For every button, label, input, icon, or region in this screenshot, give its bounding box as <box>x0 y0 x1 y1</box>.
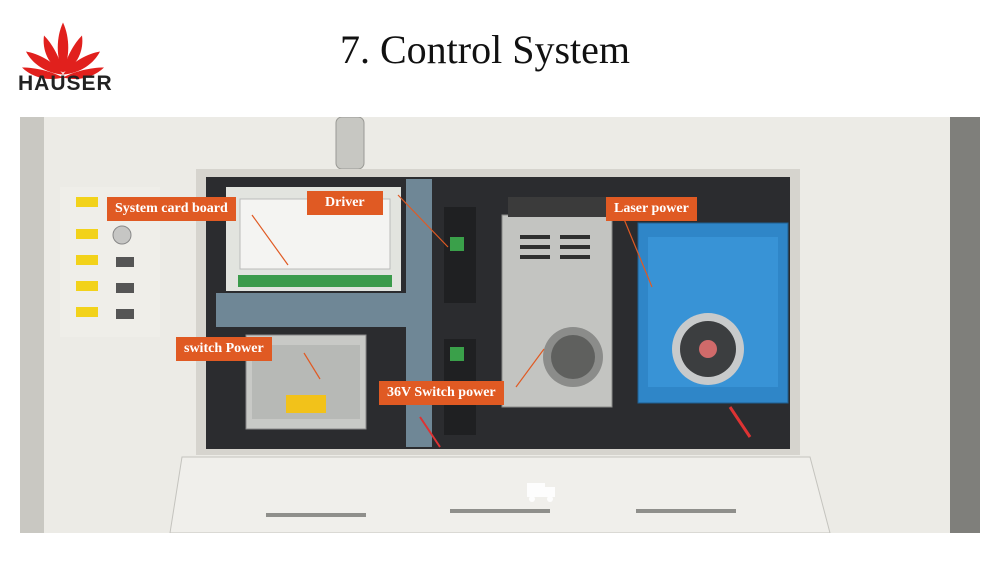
panel-label-sticker <box>76 255 98 265</box>
callout-system-card-board: System card board <box>107 197 236 221</box>
callout-switch-power: switch Power <box>176 337 272 361</box>
logo-wordmark: HAUSER <box>18 72 113 95</box>
control-system-photo: System card board Driver Laser power swi… <box>20 117 980 533</box>
callout-laser-power: Laser power <box>606 197 697 221</box>
panel-label-sticker <box>76 197 98 207</box>
panel-label-sticker <box>76 281 98 291</box>
panel-label-sticker <box>76 229 98 239</box>
hauser-logo-icon <box>22 22 104 80</box>
slide-title: 7. Control System <box>339 27 631 72</box>
callout-36v-switch-power: 36V Switch power <box>379 381 504 405</box>
callout-driver: Driver <box>307 191 383 215</box>
panel-label-sticker <box>76 307 98 317</box>
machine-illustration <box>20 117 980 533</box>
